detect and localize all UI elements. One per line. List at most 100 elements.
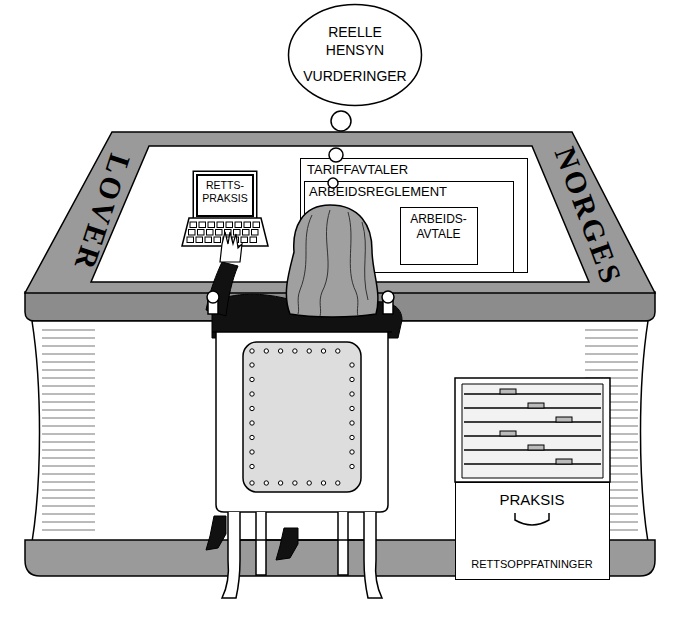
upholstery-nails <box>250 435 254 439</box>
keys <box>241 237 248 243</box>
keys <box>189 230 196 236</box>
upholstery-nails <box>293 349 297 353</box>
upholstery-nails <box>250 406 254 410</box>
chair <box>208 300 218 314</box>
upholstery-nails <box>250 377 254 381</box>
thought-circles <box>331 111 351 131</box>
page-lines <box>42 522 95 523</box>
upholstery-nails <box>250 450 254 454</box>
upholstery-nails <box>264 481 268 485</box>
upholstery-nails <box>336 349 340 353</box>
upholstery-nails <box>278 349 282 353</box>
upholstery-nails <box>350 435 354 439</box>
page-lines <box>42 394 95 395</box>
hair-waves <box>362 222 368 300</box>
file-folders <box>528 445 544 450</box>
page-lines <box>42 370 95 371</box>
page-lines <box>42 402 95 403</box>
law-book-cover: LOVERNORGESRETTS- PRAKSISTARIFFAVTALERAR… <box>25 130 655 295</box>
upholstery-nails <box>350 421 354 425</box>
upholstery-nails <box>350 377 354 381</box>
keys <box>207 230 214 236</box>
chair <box>207 291 219 303</box>
page-lines <box>585 370 638 371</box>
page-lines <box>42 498 95 499</box>
keys <box>234 230 241 236</box>
page-lines <box>585 346 638 347</box>
thought-circles <box>328 178 338 188</box>
keys <box>190 222 197 228</box>
page-lines <box>42 514 95 515</box>
woman <box>206 205 402 338</box>
upholstery-nails <box>350 392 354 396</box>
woman <box>220 232 242 262</box>
upholstery-nails <box>250 349 254 353</box>
document-sheet: ARBEIDS- AVTALE <box>400 207 478 265</box>
drawer-front: PRAKSISRETTSOPPFATNINGER <box>455 482 610 580</box>
keys <box>244 222 251 228</box>
thought-circles <box>328 111 351 188</box>
chair <box>212 331 392 333</box>
page-lines <box>42 418 95 419</box>
page-lines <box>42 410 95 411</box>
keys <box>225 230 232 236</box>
page-lines <box>585 330 638 331</box>
file-folders <box>528 403 544 408</box>
upholstery-nails <box>250 464 254 468</box>
page-lines <box>42 338 95 339</box>
keys <box>252 230 259 236</box>
node-text: PRAKSIS <box>456 491 608 509</box>
node-text: REELLE HENSYN <box>287 23 423 59</box>
chair <box>216 332 388 512</box>
keys <box>199 222 206 228</box>
upholstery-nails <box>350 450 354 454</box>
chair <box>383 300 393 314</box>
chair <box>382 291 394 303</box>
page-lines <box>42 450 95 451</box>
woman <box>212 294 402 338</box>
file-folders <box>556 417 572 422</box>
chair <box>243 342 361 492</box>
node-text: ARBEIDS- AVTALE <box>401 212 476 242</box>
upholstery-nails <box>321 481 325 485</box>
hair-waves <box>298 210 368 316</box>
shoes <box>206 516 226 550</box>
upholstery-nails <box>350 464 354 468</box>
thought-bubble: REELLE HENSYNVURDERINGER <box>287 3 423 107</box>
hair-waves <box>320 210 330 316</box>
upholstery-nails <box>250 421 254 425</box>
upholstery-nails <box>307 349 311 353</box>
thought-circles <box>329 148 343 162</box>
file-folders <box>464 421 601 423</box>
shoes <box>276 528 298 560</box>
page-lines <box>42 474 95 475</box>
keys <box>196 237 203 243</box>
keys <box>187 237 194 243</box>
file-folders <box>500 431 516 436</box>
keys <box>208 222 215 228</box>
woman <box>206 262 238 316</box>
chair <box>207 291 394 598</box>
file-folders <box>464 389 601 464</box>
woman <box>286 205 378 317</box>
upholstery-nails <box>264 349 268 353</box>
node-text: ARBEIDSREGLEMENT <box>309 184 509 199</box>
chair <box>240 539 364 541</box>
page-lines <box>42 490 95 491</box>
keys <box>214 237 221 243</box>
page-lines <box>42 378 95 379</box>
upholstery-nails <box>250 481 254 485</box>
document-sheet: ARBEIDSREGLEMENT ARBEIDS- AVTALE <box>304 181 514 273</box>
keys <box>250 237 257 243</box>
keys <box>243 230 250 236</box>
file-folders <box>500 389 516 394</box>
page-lines <box>42 506 95 507</box>
upholstery-nails <box>307 481 311 485</box>
computer-screen: RETTS- PRAKSIS <box>196 174 254 217</box>
upholstery-nails <box>336 481 340 485</box>
page-lines <box>42 330 638 530</box>
upholstery-nails <box>321 349 325 353</box>
page-lines <box>42 346 95 347</box>
